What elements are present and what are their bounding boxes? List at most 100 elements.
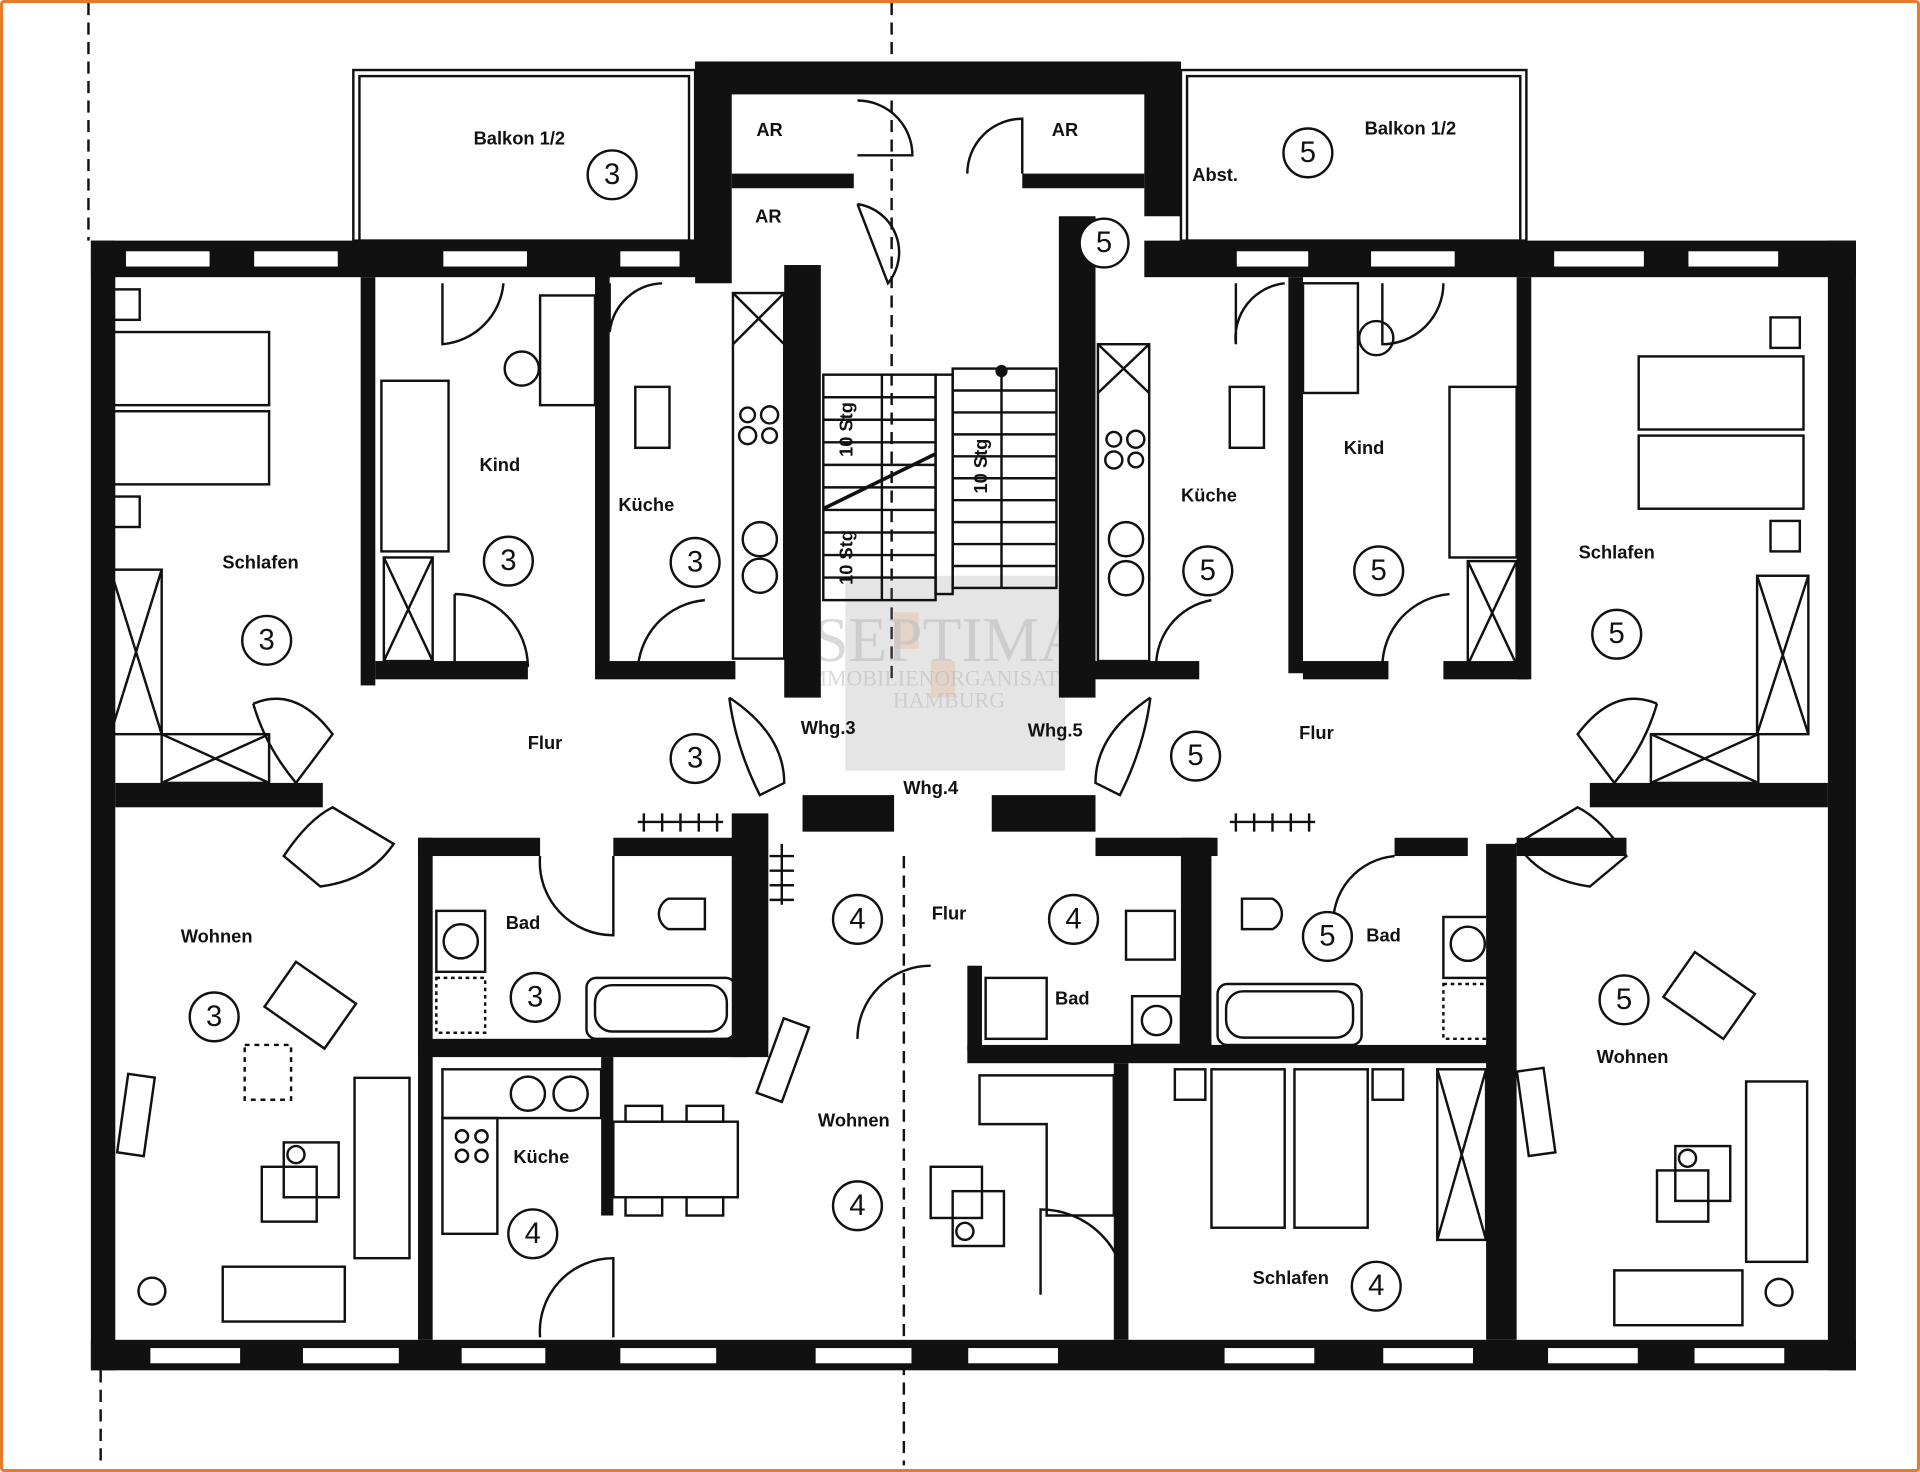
unit-marker-number: 4 <box>849 903 865 935</box>
watermark: SEPTIMA IMMOBILIENORGANISATION HAMBURG <box>800 575 1098 771</box>
staircase <box>822 364 1058 602</box>
label-schlafen: Schlafen <box>1579 542 1655 563</box>
unit-marker-number: 3 <box>687 546 703 578</box>
unit-marker: 5 <box>1301 910 1354 963</box>
unit-marker-circle <box>1047 893 1100 945</box>
unit-marker-number: 5 <box>1616 984 1632 1016</box>
unit-marker-circle <box>669 732 721 785</box>
unit-marker: 5 <box>1591 608 1643 660</box>
unit-marker-circle <box>831 893 884 945</box>
unit-marker: 5 <box>1282 127 1334 179</box>
unit-marker: 3 <box>509 971 561 1023</box>
unit-marker: 5 <box>1169 730 1222 782</box>
label-schlafen: Schlafen <box>222 551 298 572</box>
unit-marker-circle <box>1301 910 1354 963</box>
unit-marker-number: 5 <box>1200 555 1216 587</box>
unit-marker-circle <box>507 1208 559 1260</box>
label-kueche: Küche <box>1181 484 1237 505</box>
unit-marker-number: 4 <box>849 1190 865 1222</box>
unit-marker-circle <box>831 1180 884 1232</box>
unit-marker-circle <box>188 991 240 1043</box>
unit-marker: 3 <box>188 991 240 1043</box>
label-wohnen: Wohnen <box>181 926 253 947</box>
unit-marker-number: 5 <box>1187 740 1203 772</box>
unit-marker-number: 4 <box>525 1218 541 1250</box>
unit-marker-number: 5 <box>1300 137 1316 169</box>
unit-marker-circle <box>1182 545 1234 597</box>
label-schlafen: Schlafen <box>1253 1267 1329 1288</box>
label-kueche: Küche <box>618 494 674 515</box>
unit-marker: 4 <box>831 1180 884 1232</box>
unit-marker: 5 <box>1182 545 1234 597</box>
unit-marker-circle <box>509 971 561 1023</box>
unit-marker-number: 3 <box>604 159 620 191</box>
unit-marker: 5 <box>1598 974 1650 1026</box>
unit-marker-circle <box>241 614 293 666</box>
unit-marker-number: 5 <box>1319 920 1335 952</box>
room-labels: Balkon 1/2 Balkon 1/2 AR AR AR Abst. Kin… <box>181 118 1669 1288</box>
unit-marker-circle <box>482 535 534 587</box>
doors <box>252 99 1659 1338</box>
unit-marker-circle <box>1282 127 1334 179</box>
wardrobe-right <box>1436 559 1810 1242</box>
unit-marker-number: 5 <box>1096 227 1112 259</box>
unit-marker-number: 4 <box>1368 1270 1384 1302</box>
label-balkon-left: Balkon 1/2 <box>474 127 566 148</box>
label-ar: AR <box>1052 119 1078 140</box>
label-whg5: Whg.5 <box>1028 720 1083 741</box>
label-flur: Flur <box>528 732 563 753</box>
label-stair-steps: 10 Stg <box>970 439 991 494</box>
unit-marker-circle <box>1598 974 1650 1026</box>
unit-marker-circle <box>1350 1260 1402 1312</box>
unit-markers: 3 3 3 3 3 3 3 5 5 5 5 5 5 5 5 4 4 4 4 4 <box>188 127 1650 1312</box>
unit-marker: 3 <box>586 149 638 201</box>
windows <box>124 249 1787 1366</box>
label-stair-steps: 10 Stg <box>836 530 857 585</box>
watermark-line1: IMMOBILIENORGANISATION <box>800 665 1098 690</box>
label-bad: Bad <box>506 912 541 933</box>
unit-marker: 3 <box>669 732 721 785</box>
unit-marker-circle <box>1169 730 1222 782</box>
unit-marker-circle <box>1353 545 1405 597</box>
label-ar: AR <box>756 119 782 140</box>
label-whg3: Whg.3 <box>801 717 856 738</box>
unit-marker: 5 <box>1353 545 1405 597</box>
label-kind: Kind <box>479 454 520 475</box>
label-whg4: Whg.4 <box>903 777 959 798</box>
label-flur: Flur <box>1299 722 1334 743</box>
unit-marker-number: 5 <box>1609 618 1625 650</box>
label-kind: Kind <box>1344 437 1385 458</box>
label-wohnen: Wohnen <box>1597 1046 1669 1067</box>
unit-marker-number: 4 <box>1065 903 1081 935</box>
label-flur: Flur <box>932 902 967 923</box>
floor-plan: SEPTIMA IMMOBILIENORGANISATION HAMBURG <box>87 3 1856 1466</box>
label-balkon-right: Balkon 1/2 <box>1365 118 1457 139</box>
unit-marker-number: 3 <box>206 1001 222 1033</box>
unit-marker-number: 5 <box>1371 555 1387 587</box>
unit-marker: 3 <box>669 536 721 588</box>
watermark-logo: SEPTIMA <box>813 604 1085 675</box>
unit-marker-number: 3 <box>527 981 543 1013</box>
label-bad: Bad <box>1366 924 1401 945</box>
unit-marker-circle <box>1078 217 1130 269</box>
label-wohnen: Wohnen <box>818 1110 890 1131</box>
unit-marker: 4 <box>1047 893 1100 945</box>
unit-marker-circle <box>669 536 721 588</box>
unit-marker: 3 <box>241 614 293 666</box>
label-abst: Abst. <box>1192 164 1238 185</box>
unit-marker: 4 <box>831 893 884 945</box>
unit-marker: 4 <box>1350 1260 1402 1312</box>
unit-marker-circle <box>1591 608 1643 660</box>
label-kueche: Küche <box>513 1146 569 1167</box>
unit-marker: 5 <box>1078 217 1130 269</box>
unit-marker-circle <box>586 149 638 201</box>
label-stair-steps: 10 Stg <box>836 402 857 457</box>
label-ar: AR <box>755 205 781 226</box>
watermark-line2: HAMBURG <box>893 687 1005 712</box>
unit-marker: 3 <box>482 535 534 587</box>
wardrobe-left <box>109 556 434 785</box>
unit-marker: 4 <box>507 1208 559 1260</box>
label-bad: Bad <box>1055 988 1090 1009</box>
unit-marker-number: 3 <box>687 743 703 775</box>
